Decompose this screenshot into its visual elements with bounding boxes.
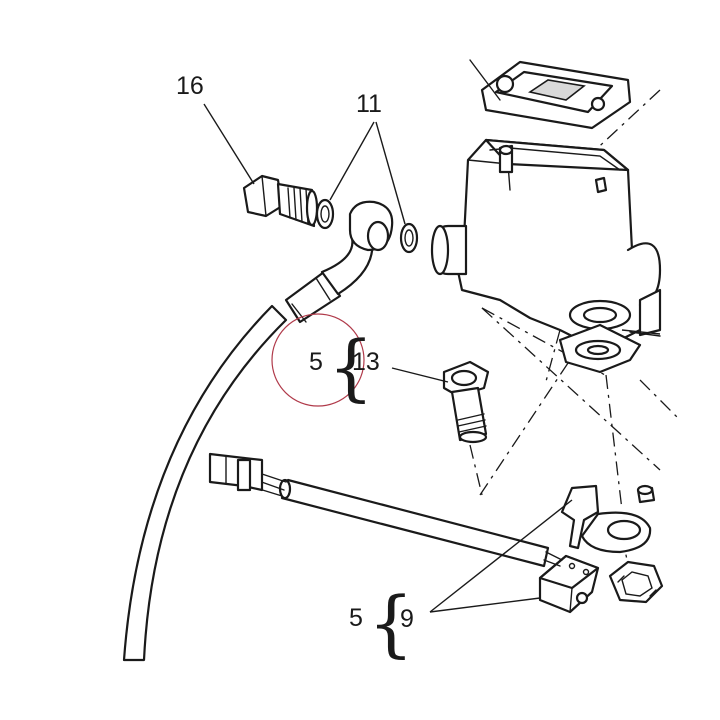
leader-lines bbox=[203, 103, 661, 613]
highlight-circle bbox=[271, 313, 365, 407]
brake-hose bbox=[122, 200, 394, 662]
brace-top: { bbox=[328, 325, 374, 409]
mounting-screw bbox=[442, 360, 490, 444]
hex-nut bbox=[608, 560, 664, 604]
label-switch: 9 bbox=[400, 605, 414, 633]
reservoir-cap bbox=[469, 59, 632, 130]
brake-light-switch bbox=[538, 554, 600, 614]
label-banjo-bolt: 16 bbox=[176, 72, 204, 100]
label-screw: 13 bbox=[352, 348, 380, 376]
switch-cable bbox=[255, 471, 563, 568]
cable-connector bbox=[208, 452, 264, 492]
banjo-bolt bbox=[242, 174, 319, 228]
master-cylinder-body bbox=[430, 138, 662, 352]
label-group-5-top: 5 bbox=[309, 348, 323, 376]
label-group-5-bottom: 5 bbox=[349, 604, 363, 632]
sealing-washers bbox=[315, 198, 419, 254]
bracket-assembly bbox=[558, 323, 656, 554]
brace-bottom: { bbox=[368, 581, 414, 665]
label-washers: 11 bbox=[356, 90, 382, 118]
